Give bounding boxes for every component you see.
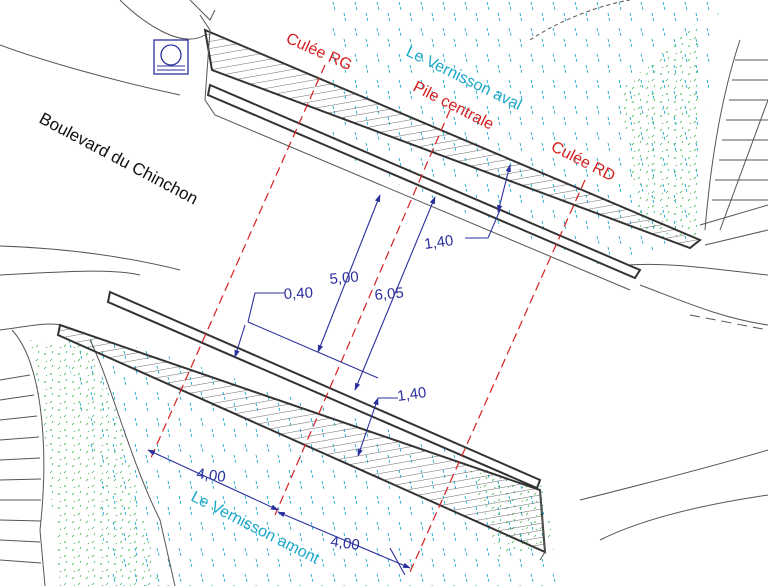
axes <box>149 64 586 573</box>
dim-span-left: 5,00 <box>329 269 360 288</box>
deck-aval-hatched <box>203 28 702 250</box>
deck-aval-ground-edge <box>199 14 631 291</box>
dim-span-right: 6,05 <box>374 285 405 304</box>
stairs-right <box>712 59 768 201</box>
axis-culee-rd <box>409 179 586 573</box>
dim-amont-left: 4,00 <box>195 465 226 486</box>
manhole-icon <box>153 39 189 75</box>
axis-culee-rg <box>149 64 326 461</box>
dim-width-bottom: 1,40 <box>396 384 427 405</box>
vegetation-bottom-left <box>30 340 160 586</box>
axis-pile-centrale <box>274 109 451 516</box>
river-water-bottom <box>60 330 560 586</box>
dim-amont-right: 4,00 <box>329 533 360 554</box>
deck-amont-ground-edge <box>539 489 546 561</box>
dim-width-top: 1,40 <box>423 232 454 253</box>
deck-aval <box>199 14 702 291</box>
deck-amont <box>56 290 547 561</box>
dimension-lines <box>147 164 511 576</box>
dimension-texts: 0,40 5,00 6,05 1,40 1,40 4,00 4,00 <box>195 232 454 554</box>
vegetation-top-right <box>620 20 700 240</box>
deck-aval-curb <box>206 83 642 280</box>
dim-offset: 0,40 <box>283 284 313 303</box>
label-street: Boulevard du Chinchon <box>36 109 201 209</box>
stairs-left <box>0 374 42 564</box>
